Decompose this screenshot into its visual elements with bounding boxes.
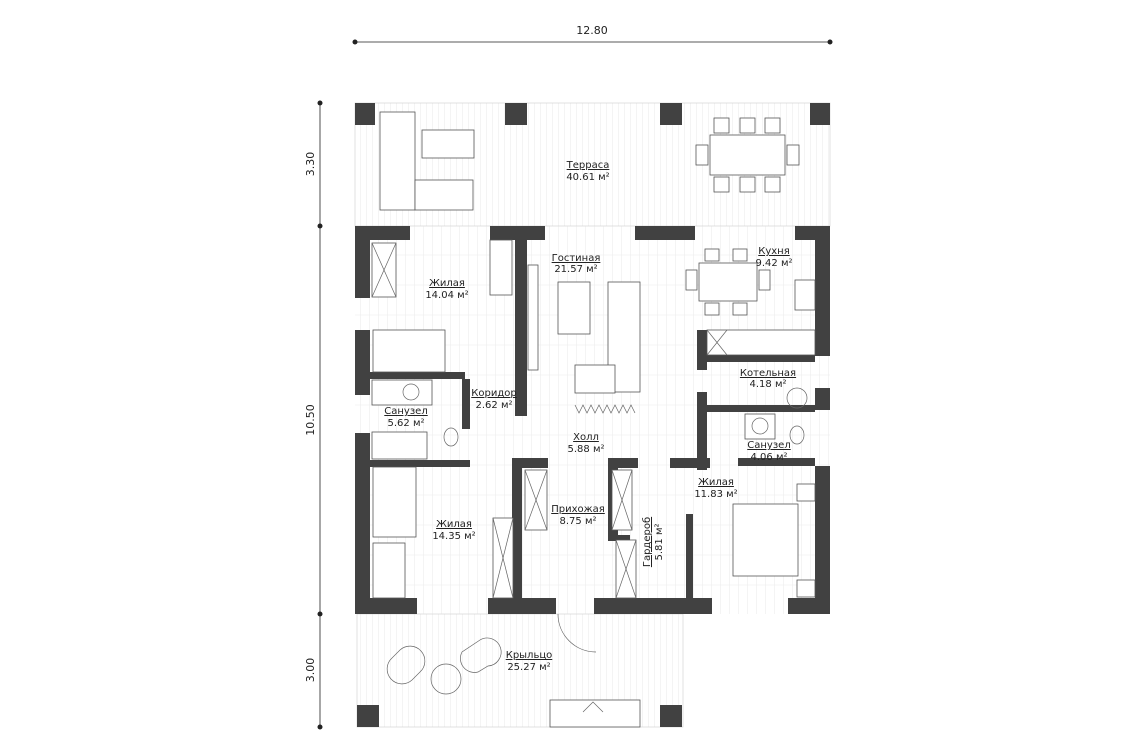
dimension-width: 12.80 xyxy=(352,24,833,45)
room-name: Крыльцо xyxy=(506,650,553,661)
room-area: 14.04 м² xyxy=(425,290,468,301)
room-name: Гардероб xyxy=(642,517,653,567)
room-area: 4.06 м² xyxy=(751,452,788,463)
room-bedroom-2: Жилая 14.35 м² xyxy=(432,519,475,542)
dimension-house-label: 10.50 xyxy=(304,404,317,436)
room-area: 5.81 м² xyxy=(654,524,665,561)
room-kitchen: Кухня 9.42 м² xyxy=(756,246,793,269)
room-area: 25.27 м² xyxy=(507,662,550,673)
walls xyxy=(355,226,830,614)
room-living: Гостиная 21.57 м² xyxy=(552,253,601,275)
room-entry: Прихожая 8.75 м² xyxy=(551,504,605,527)
dimension-depth: 3.30 10.50 3.00 xyxy=(304,100,323,730)
dimension-terrace-label: 3.30 xyxy=(304,152,317,177)
room-name: Гостиная xyxy=(552,253,601,264)
room-area: 11.83 м² xyxy=(694,489,737,500)
room-area: 9.42 м² xyxy=(756,258,793,269)
room-area: 14.35 м² xyxy=(432,531,475,542)
columns xyxy=(355,103,830,727)
room-boiler: Котельная 4.18 м² xyxy=(740,368,796,390)
room-porch: Крыльцо 25.27 м² xyxy=(506,650,553,673)
room-name: Холл xyxy=(573,432,599,443)
dimension-width-label: 12.80 xyxy=(576,24,608,37)
room-bathroom-1: Санузел 5.62 м² xyxy=(384,406,427,429)
room-wardrobe: Гардероб 5.81 м² xyxy=(642,517,665,567)
room-name: Жилая xyxy=(436,519,472,530)
room-area: 2.62 м² xyxy=(476,400,513,411)
room-name: Санузел xyxy=(384,406,427,417)
room-name: Терраса xyxy=(566,160,610,171)
room-area: 4.18 м² xyxy=(750,379,787,390)
room-name: Прихожая xyxy=(551,504,605,515)
room-name: Котельная xyxy=(740,368,796,379)
room-bedroom-3: Жилая 11.83 м² xyxy=(694,477,737,500)
room-hall: Холл 5.88 м² xyxy=(568,432,605,455)
room-name: Жилая xyxy=(698,477,734,488)
room-name: Коридор xyxy=(471,388,516,399)
furniture xyxy=(371,111,816,728)
room-area: 8.75 м² xyxy=(560,516,597,527)
room-area: 5.62 м² xyxy=(388,418,425,429)
room-name: Кухня xyxy=(758,246,790,257)
dimension-porch-label: 3.00 xyxy=(304,658,317,683)
room-area: 5.88 м² xyxy=(568,444,605,455)
room-name: Жилая xyxy=(429,278,465,289)
room-terrace: Терраса 40.61 м² xyxy=(566,160,610,183)
room-corridor: Коридор 2.62 м² xyxy=(471,388,516,411)
room-bathroom-2: Санузел 4.06 м² xyxy=(747,440,790,463)
room-area: 40.61 м² xyxy=(566,172,609,183)
room-name: Санузел xyxy=(747,440,790,451)
room-area: 21.57 м² xyxy=(554,264,597,275)
room-bedroom-1: Жилая 14.04 м² xyxy=(425,278,468,301)
